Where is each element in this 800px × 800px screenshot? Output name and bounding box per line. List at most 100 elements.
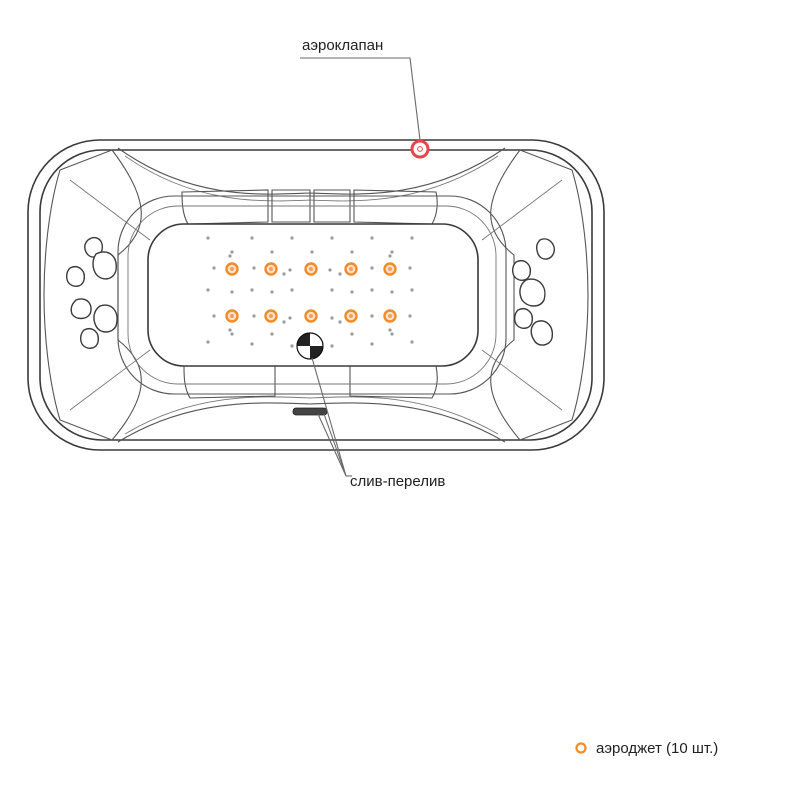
aerojet-marker-icon [225,309,239,323]
aerojet-marker-icon [264,262,278,276]
aerojet-marker-icon [344,262,358,276]
aerojet-marker-icon [264,309,278,323]
basin-ledge-inner [127,205,497,385]
floor-nozzle-dot [390,332,394,336]
corner-line-bl [69,349,151,411]
basin-floor [147,223,479,367]
floor-nozzle-dot [212,314,216,318]
floor-nozzle-dot [282,320,286,324]
aerojet-group [225,262,397,323]
drain-leader-3 [323,413,347,477]
legend-aerojet-label: аэроджет (10 шт.) [596,740,718,757]
tub-top-deck-curve-inner [124,155,499,202]
floor-nozzle-dot [330,288,334,292]
floor-nozzle-dot [328,268,332,272]
floor-nozzle-dot [310,250,314,254]
tub-bottom-deck-curve-inner [124,396,499,435]
overflow-plate-icon [292,407,328,416]
aerojet-marker-icon [225,262,239,276]
floor-nozzle-dot [330,316,334,320]
top-seat-left [181,189,269,225]
aerojet-marker-icon [383,309,397,323]
floor-nozzle-dot [250,236,254,240]
floor-nozzle-dot [350,332,354,336]
floor-nozzle-dot [270,250,274,254]
floor-nozzle-dot [370,236,374,240]
tub-top-deck-curve [117,147,506,195]
floor-nozzle-dot [330,344,334,348]
tub-bottom-deck-curve [117,402,506,443]
tub-inner-rim [39,149,593,441]
aerojet-marker-icon [304,262,318,276]
drain-leader-1 [311,357,347,477]
floor-nozzle-dot [288,316,292,320]
floor-nozzle-dot [370,342,374,346]
left-stone-3 [65,266,85,287]
top-seat-mid-left [271,189,311,223]
floor-nozzle-dot [388,254,392,258]
floor-nozzle-dot [410,340,414,344]
floor-nozzle-dot [282,272,286,276]
air-valve-icon [410,139,430,159]
floor-nozzle-dot [410,236,414,240]
right-stone-2 [511,260,531,281]
bottom-seat-right [349,365,438,399]
floor-nozzle-dot [288,268,292,272]
floor-nozzle-dot [228,254,232,258]
floor-small-dots [206,236,414,348]
floor-nozzle-dot [250,342,254,346]
floor-nozzle-dot [290,288,294,292]
drain-leader-2 [317,413,347,477]
floor-nozzle-dot [410,288,414,292]
top-seat-right [353,189,438,225]
aerojet-marker-icon [383,262,397,276]
floor-nozzle-dot [252,314,256,318]
floor-nozzle-dot [370,266,374,270]
floor-nozzle-dot [338,320,342,324]
floor-nozzle-dot [390,250,394,254]
floor-nozzle-dot [250,288,254,292]
right-stone-5 [530,320,553,346]
floor-nozzle-dot [370,288,374,292]
corner-line-tl [69,179,151,241]
floor-nozzle-dot [408,314,412,318]
floor-nozzle-dot [212,266,216,270]
tub-outer-rim [27,139,605,451]
floor-nozzle-dot [370,314,374,318]
aerojet-marker-icon [304,309,318,323]
left-stone-4 [70,298,92,320]
top-seat-mid-right [313,189,351,223]
legend: аэроджет (10 шт.) [575,740,718,757]
floor-nozzle-dot [270,290,274,294]
drain-icon [296,332,324,360]
floor-nozzle-dot [270,332,274,336]
left-stone-5 [93,304,118,333]
corner-line-tr [481,179,563,241]
floor-nozzle-dot [338,272,342,276]
air-valve-label: аэроклапан [302,37,383,54]
tub-right-end-panel [490,149,589,441]
floor-nozzle-dot [390,290,394,294]
legend-aerojet-icon [575,742,587,754]
floor-nozzle-dot [228,328,232,332]
floor-nozzle-dot [230,290,234,294]
floor-nozzle-dot [388,328,392,332]
aerojet-marker-icon [344,309,358,323]
bottom-seat-left [183,365,276,399]
tub-left-end-panel [43,149,142,441]
drain-overflow-label: слив-перелив [350,473,445,490]
air-valve-leader [300,57,421,141]
right-stone-4 [513,308,533,329]
basin-ledge [117,195,507,395]
floor-nozzle-dot [408,266,412,270]
floor-nozzle-dot [290,344,294,348]
floor-nozzle-dot [206,340,210,344]
floor-nozzle-dot [290,236,294,240]
right-stone-3 [519,278,546,307]
right-stone-1 [535,238,555,260]
floor-nozzle-dot [350,250,354,254]
corner-line-br [481,349,563,411]
floor-nozzle-dot [230,332,234,336]
